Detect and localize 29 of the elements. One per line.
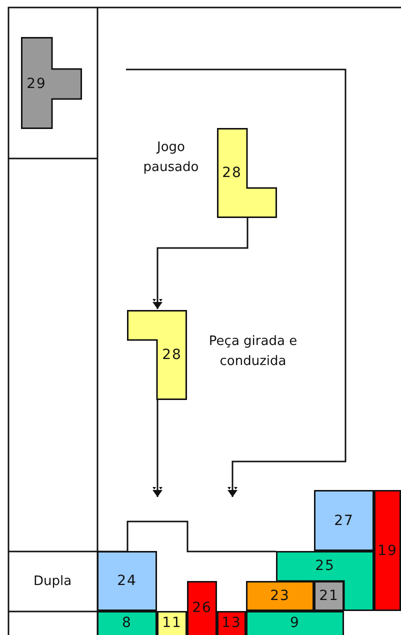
tetris-piece xyxy=(217,128,277,218)
piece-caption: Jogo pausado xyxy=(142,139,200,177)
tetris-piece xyxy=(374,490,401,611)
piece-number: 28 xyxy=(161,346,183,365)
piece-number: 19 xyxy=(376,542,398,560)
tetris-piece xyxy=(127,310,187,400)
piece-number: 9 xyxy=(289,614,301,633)
tetris-piece xyxy=(314,490,374,551)
tetris-piece xyxy=(217,611,246,635)
tetris-piece xyxy=(246,611,344,635)
piece-number: 29 xyxy=(26,75,48,94)
tetris-piece xyxy=(314,581,344,611)
tetris-piece xyxy=(97,611,157,635)
piece-number: 25 xyxy=(314,557,336,576)
piece-number: 21 xyxy=(318,587,340,606)
piece-number: 13 xyxy=(220,614,242,633)
piece-number: 26 xyxy=(191,599,213,618)
piece-number: 23 xyxy=(269,587,291,606)
piece-number: 24 xyxy=(116,572,138,591)
tetris-piece xyxy=(21,37,82,129)
piece-caption: Peça girada e conduzida xyxy=(208,333,298,371)
piece-number: 27 xyxy=(333,512,355,530)
piece-number: 11 xyxy=(161,614,183,633)
piece-number: 8 xyxy=(121,614,133,633)
piece-number: 28 xyxy=(221,164,243,183)
tetris-piece xyxy=(246,581,314,611)
tetris-piece xyxy=(157,611,187,635)
row-label: Dupla xyxy=(32,572,73,590)
tetris-piece xyxy=(97,551,157,611)
